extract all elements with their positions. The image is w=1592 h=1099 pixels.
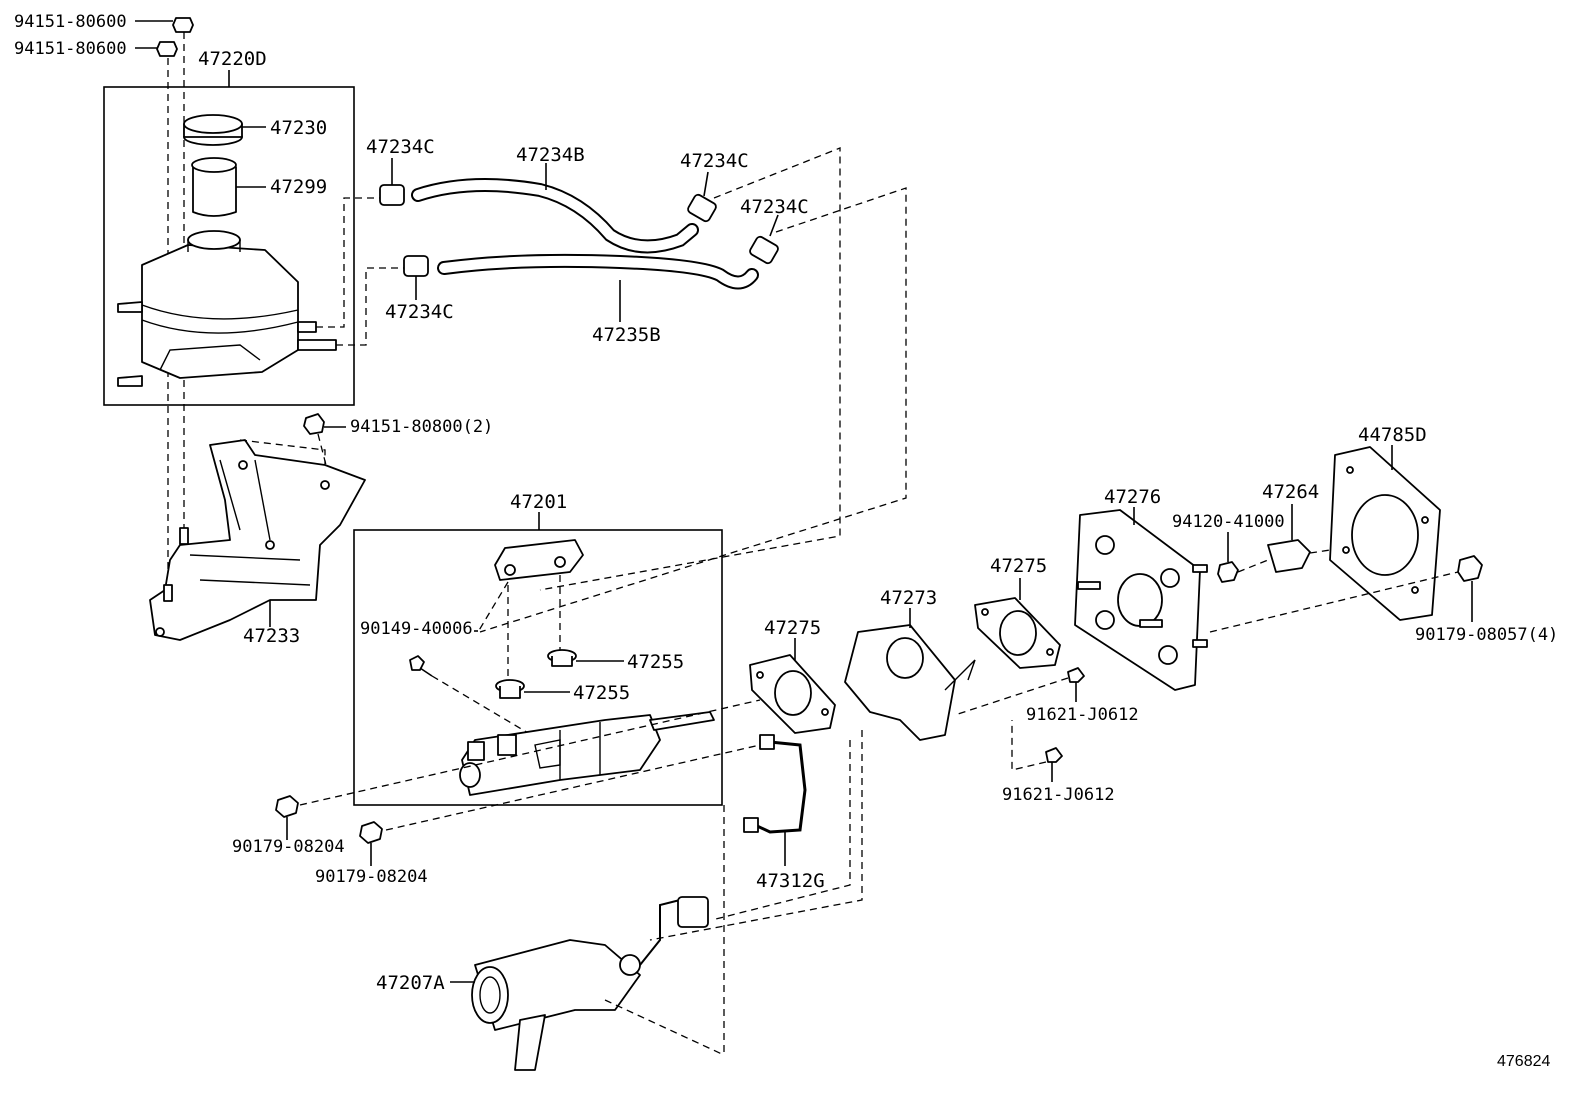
bracket-47233 — [149, 439, 366, 641]
hose-47234B — [411, 163, 699, 254]
figure-id: 476824 — [1497, 1053, 1550, 1070]
label-47235B: 47235B — [592, 324, 661, 346]
bolt-91621-J0612-a — [954, 667, 1085, 716]
label-47207A: 47207A — [376, 972, 445, 994]
label-47275-b: 47275 — [990, 555, 1047, 577]
gasket-44785D — [1329, 445, 1441, 621]
clip-47264 — [1267, 504, 1311, 573]
label-47299: 47299 — [270, 176, 327, 198]
reservoir-cap — [183, 114, 266, 146]
nut-94120-41000 — [1217, 532, 1239, 583]
reservoir-strainer — [191, 157, 266, 217]
master-cylinder-box — [353, 529, 723, 806]
label-47234C-4: 47234C — [385, 301, 454, 323]
label-94151-80600-a: 94151-80600 — [14, 12, 127, 32]
plate-47276 — [1074, 507, 1208, 691]
label-91621-J0612-a: 91621-J0612 — [1026, 705, 1139, 725]
brake-line-47312G — [743, 734, 807, 866]
master-cylinder — [459, 711, 715, 796]
label-47220D: 47220D — [198, 48, 267, 70]
label-90149-40006: 90149-40006 — [360, 619, 473, 639]
bolt-91621-J0612-b — [1011, 720, 1063, 782]
label-47275-a: 47275 — [764, 617, 821, 639]
label-90179-08057: 90179-08057(4) — [1415, 625, 1558, 645]
label-47312G: 47312G — [756, 870, 825, 892]
bolt-94151-80800 — [303, 413, 346, 466]
label-44785D: 44785D — [1358, 424, 1427, 446]
label-91621-J0612-b: 91621-J0612 — [1002, 785, 1115, 805]
nut-top-2 — [135, 41, 178, 57]
label-47255-b: 47255 — [573, 682, 630, 704]
label-47234C-1: 47234C — [366, 136, 435, 158]
hose-47235B — [437, 253, 759, 322]
label-94151-80600-b: 94151-80600 — [14, 39, 127, 59]
gasket-47275-a — [749, 638, 836, 734]
label-47273: 47273 — [880, 587, 937, 609]
label-90179-08204-a: 90179-08204 — [232, 837, 345, 857]
reservoir-bracket-47201 — [494, 539, 584, 581]
clamp-1 — [379, 158, 405, 206]
clamp-3 — [687, 171, 717, 223]
grommet-47255-a — [547, 649, 624, 667]
grommet-47255-b — [495, 679, 570, 699]
label-90179-08204-b: 90179-08204 — [315, 867, 428, 887]
gasket-47275-b — [974, 578, 1061, 669]
label-47230: 47230 — [270, 117, 327, 139]
label-47234C-3: 47234C — [740, 196, 809, 218]
clamp-4 — [749, 214, 779, 265]
nut-90179-08204-a — [275, 795, 299, 840]
label-47201: 47201 — [510, 491, 567, 513]
label-47255-a: 47255 — [627, 651, 684, 673]
nut-90179-08057 — [1457, 555, 1483, 622]
clamp-2 — [403, 255, 429, 300]
nut-90179-08204-b — [359, 821, 383, 866]
nut-top-1 — [135, 17, 194, 33]
cylinder-47207A — [450, 896, 709, 1071]
label-47234C-2: 47234C — [680, 150, 749, 172]
label-47276: 47276 — [1104, 486, 1161, 508]
label-47233: 47233 — [243, 625, 300, 647]
label-94120-41000: 94120-41000 — [1172, 512, 1285, 532]
label-47264: 47264 — [1262, 481, 1319, 503]
label-47234B: 47234B — [516, 144, 585, 166]
label-94151-80800: 94151-80800(2) — [350, 417, 493, 437]
reservoir-tank — [117, 230, 337, 387]
bracket-47273 — [844, 608, 976, 741]
bolt-90149-40006 — [409, 655, 541, 741]
